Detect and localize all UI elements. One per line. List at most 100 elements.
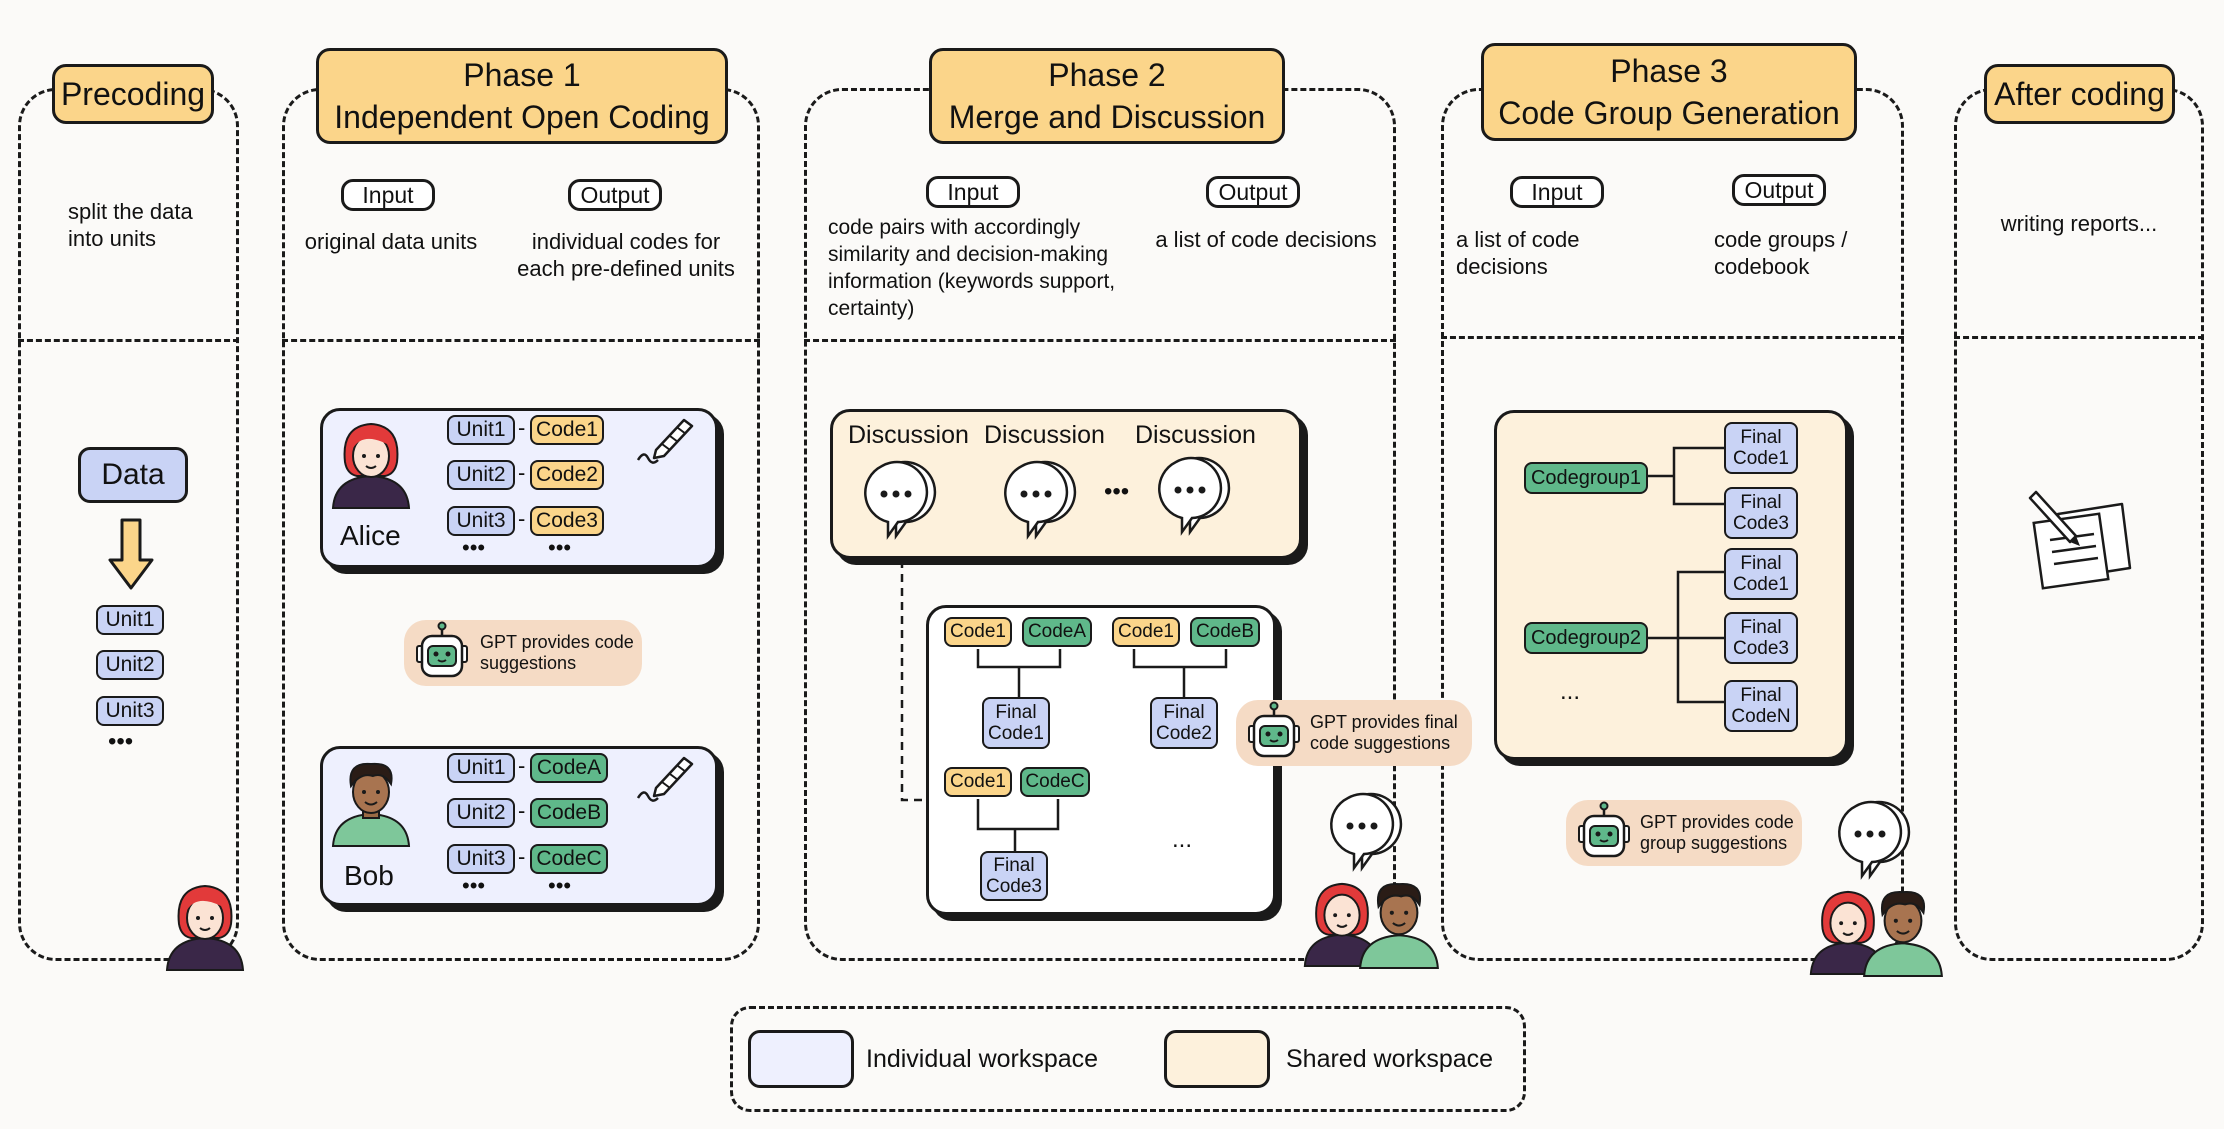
merge2-code-a: Code1: [1112, 617, 1180, 647]
bob-dash-1: -: [518, 753, 526, 778]
alice-dash-2: -: [518, 460, 526, 485]
merge3-final: Final Code3: [980, 851, 1048, 901]
after-coding-title: After coding: [1984, 64, 2175, 124]
phase1-output-label: Output: [568, 179, 662, 211]
precoding-unit-3: Unit3: [96, 696, 164, 726]
merge-tree-lines: [976, 649, 1228, 853]
bob-unit-1: Unit1: [447, 753, 515, 783]
phase1-output-text: individual codes for each pre-defined un…: [517, 229, 735, 281]
phase2-divider: [804, 339, 1396, 342]
phase1-divider: [282, 339, 760, 342]
precoding-unit-2: Unit2: [96, 650, 164, 680]
man-avatar-icon: [1359, 883, 1439, 970]
bob-unit-3: Unit3: [447, 844, 515, 874]
phase1-input-text: original data units: [304, 229, 478, 254]
bob-dash-3: -: [518, 844, 526, 869]
robot-icon: [1248, 701, 1300, 758]
bob-unit-ellipsis: •••: [462, 873, 486, 898]
phase1-gpt-text: GPT provides code suggestions: [480, 632, 634, 673]
merge1-code-b: CodeA: [1022, 617, 1092, 647]
document-writing-icon: [2028, 490, 2132, 590]
phase2-output-label: Output: [1206, 176, 1300, 208]
codegroup-tree-lines: [1648, 446, 1724, 704]
alice-code-2: Code2: [530, 460, 604, 490]
woman-avatar-icon: [1303, 882, 1381, 967]
bob-code-a: CodeA: [530, 753, 608, 783]
pen-writing-icon: [636, 418, 694, 464]
merge1-final: Final Code1: [982, 697, 1050, 749]
merge1-code-a: Code1: [944, 617, 1012, 647]
legend: [730, 1006, 1526, 1112]
speech-bubble-icon: [864, 460, 937, 540]
codegroup-1: Codegroup1: [1524, 462, 1648, 494]
bob-avatar-icon: [331, 762, 411, 847]
robot-icon: [1578, 801, 1630, 858]
merge2-final: Final Code2: [1150, 697, 1218, 749]
alice-avatar-icon: [331, 422, 411, 509]
alice-dash-3: -: [518, 506, 526, 531]
alice-dash-1: -: [518, 415, 526, 440]
phase2-input-text: code pairs with accordingly similarity a…: [828, 216, 1116, 320]
codegroup-ellipsis: ...: [1560, 678, 1581, 705]
precoding-title: Precoding: [52, 64, 214, 124]
phase3-gpt-text: GPT provides code group suggestions: [1640, 812, 1794, 853]
bob-name: Bob: [344, 860, 394, 891]
legend-shared-label: Shared workspace: [1286, 1045, 1494, 1073]
bob-code-c: CodeC: [530, 844, 608, 874]
discussion-label-1: Discussion: [848, 421, 969, 449]
alice-code-1: Code1: [530, 415, 604, 445]
down-arrow-icon: [108, 518, 154, 590]
codegroup-2: Codegroup2: [1524, 622, 1648, 654]
alice-unit-2: Unit2: [447, 460, 515, 490]
phase3-input-label: Input: [1510, 176, 1604, 208]
precoding-unit-1: Unit1: [96, 605, 164, 635]
discussion-label-2: Discussion: [984, 421, 1105, 449]
alice-unit-ellipsis: •••: [462, 535, 486, 560]
codegroup1-code-2: Final Code3: [1724, 487, 1798, 539]
alice-unit-3: Unit3: [447, 506, 515, 536]
alice-code-ellipsis: •••: [548, 535, 572, 560]
merge-ellipsis: ...: [1172, 826, 1193, 853]
legend-shared-swatch: [1164, 1030, 1270, 1088]
precoding-ellipsis: •••: [108, 728, 134, 755]
speech-bubble-icon: [1158, 456, 1231, 536]
phase3-divider: [1441, 336, 1904, 339]
robot-icon: [416, 621, 468, 678]
after-coding-text: writing reports...: [2000, 211, 2158, 236]
merge3-code-b: CodeC: [1020, 767, 1090, 797]
data-box: Data: [78, 447, 188, 503]
discussion-ellipsis: •••: [1104, 478, 1130, 505]
after-coding-divider: [1954, 336, 2204, 339]
speech-bubble-icon: [1004, 460, 1077, 540]
man-avatar-icon: [1863, 891, 1943, 978]
bob-unit-2: Unit2: [447, 798, 515, 828]
alice-unit-1: Unit1: [447, 415, 515, 445]
phase3-input-text: a list of code decisions: [1456, 227, 1580, 279]
woman-avatar-icon: [165, 884, 245, 971]
pen-writing-icon: [636, 756, 694, 802]
alice-code-3: Code3: [530, 506, 604, 536]
bob-code-b: CodeB: [530, 798, 608, 828]
precoding-divider: [18, 339, 239, 342]
bob-dash-2: -: [518, 798, 526, 823]
woman-avatar-icon: [1809, 890, 1887, 975]
codegroup2-code-1: Final Code1: [1724, 548, 1798, 600]
legend-individual-swatch: [748, 1030, 854, 1088]
discussion-connector: [900, 560, 934, 802]
merge3-code-a: Code1: [944, 767, 1012, 797]
discussion-label-3: Discussion: [1135, 421, 1256, 449]
phase3-output-label: Output: [1732, 174, 1826, 206]
codegroup1-code-1: Final Code1: [1724, 422, 1798, 474]
phase1-input-label: Input: [341, 179, 435, 211]
phase2-input-label: Input: [926, 176, 1020, 208]
codegroup2-code-2: Final Code3: [1724, 612, 1798, 664]
phase3-output-text: code groups / codebook: [1714, 227, 1848, 279]
bob-code-ellipsis: •••: [548, 873, 572, 898]
merge2-code-b: CodeB: [1190, 617, 1260, 647]
phase2-output-text: a list of code decisions: [1155, 227, 1377, 252]
speech-bubble-icon: [1838, 800, 1911, 880]
precoding-description: split the data into units: [68, 199, 193, 251]
